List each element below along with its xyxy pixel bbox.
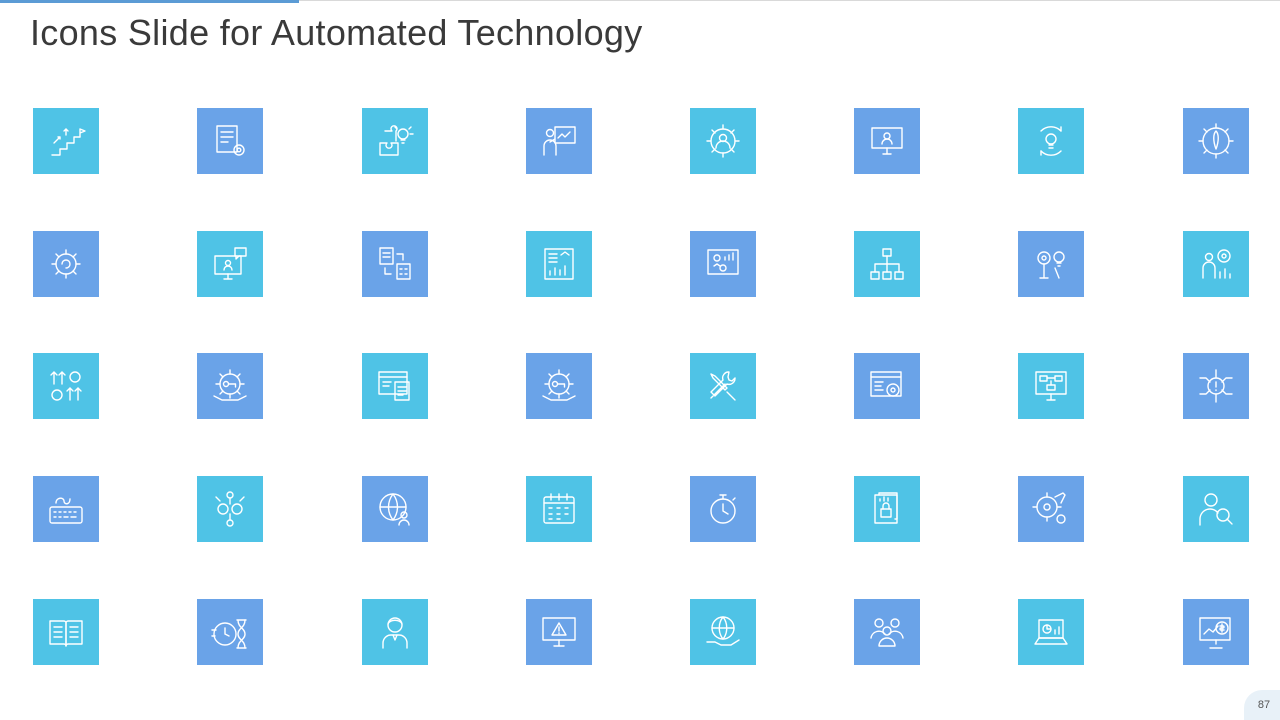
top-accent-bar [0, 0, 299, 3]
page-number: 87 [1257, 699, 1271, 711]
icon-tile [197, 476, 263, 542]
clock-hourglass-icon [211, 619, 247, 649]
report-gear-icon [216, 125, 245, 156]
icon-tile [1183, 108, 1249, 174]
icon-tile [1018, 108, 1084, 174]
dashboard-gear-icon [707, 249, 739, 275]
icon-tile [197, 353, 263, 419]
icon-tile [526, 476, 592, 542]
icon-tile [690, 353, 756, 419]
browser-document-icon [378, 371, 410, 401]
keyboard-icon [49, 497, 83, 524]
hierarchy-icon [870, 248, 904, 280]
wrench-screwdriver-icon [710, 371, 736, 401]
chip-bulb-icon [1199, 369, 1233, 403]
top-divider-line [0, 0, 1280, 1]
stairs-growth-icon [51, 128, 86, 156]
icon-tile [690, 231, 756, 297]
calendar-icon [543, 493, 575, 524]
icon-tile [197, 599, 263, 665]
secure-document-icon [874, 492, 898, 524]
icon-tile [1018, 353, 1084, 419]
gears-network-icon [215, 491, 245, 527]
icon-tile [1183, 599, 1249, 665]
icon-tile [854, 108, 920, 174]
user-search-icon [1199, 493, 1233, 526]
icon-tile [854, 476, 920, 542]
monitor-user-icon [871, 127, 903, 155]
icon-tile [362, 599, 428, 665]
icon-tile [362, 231, 428, 297]
gear-key-hands-icon [542, 369, 576, 401]
globe-hand-icon [706, 616, 740, 646]
icon-tile [1183, 476, 1249, 542]
icon-tile [690, 108, 756, 174]
icon-tile [1183, 231, 1249, 297]
icon-tile [33, 599, 99, 665]
team-icon [870, 618, 904, 647]
icon-tile [33, 231, 99, 297]
user-avatar-icon [382, 617, 408, 649]
icon-tile [526, 599, 592, 665]
icon-tile [526, 231, 592, 297]
icon-tile [362, 353, 428, 419]
document-building-icon [379, 247, 411, 280]
icon-tile [1183, 353, 1249, 419]
gear-rocket-icon [1198, 123, 1234, 159]
gear-key-hands-icon [213, 369, 247, 401]
puzzle-bulb-icon [379, 125, 414, 156]
monitor-chat-icon [214, 247, 247, 280]
open-book-icon [49, 620, 83, 647]
bulb-cycle-icon [1040, 126, 1062, 156]
icon-tile [1018, 231, 1084, 297]
gear-pencil-icon [1032, 492, 1066, 524]
presentation-dollar-icon [1199, 617, 1231, 649]
icon-tile [526, 108, 592, 174]
laptop-chart-icon [1034, 619, 1068, 645]
icon-tile [362, 476, 428, 542]
icon-tile [854, 353, 920, 419]
icon-tile [690, 599, 756, 665]
icon-tile [854, 231, 920, 297]
icon-tile [526, 353, 592, 419]
monitor-flowchart-icon [1035, 371, 1067, 401]
gear-user-icon [706, 124, 740, 158]
icon-tile [1018, 599, 1084, 665]
icon-tile [197, 108, 263, 174]
gear-cycle-icon [51, 249, 81, 279]
icon-tile [33, 476, 99, 542]
page-number-badge: 87 [1244, 690, 1280, 720]
arrows-gears-icon [50, 371, 82, 401]
presenter-board-icon [543, 126, 576, 156]
icon-tile [197, 231, 263, 297]
gears-bulb-icon [1037, 251, 1065, 279]
user-target-icon [1202, 249, 1231, 279]
browser-gear-icon [870, 371, 902, 397]
stopwatch-icon [710, 494, 736, 524]
globe-user-icon [379, 493, 410, 526]
icon-tile [33, 108, 99, 174]
icon-tile [33, 353, 99, 419]
slide-title: Icons Slide for Automated Technology [30, 12, 643, 53]
icon-tile [1018, 476, 1084, 542]
icon-tile [690, 476, 756, 542]
icon-tile [362, 108, 428, 174]
icon-tile [854, 599, 920, 665]
report-chart-icon [544, 248, 574, 280]
monitor-warning-icon [542, 617, 576, 647]
